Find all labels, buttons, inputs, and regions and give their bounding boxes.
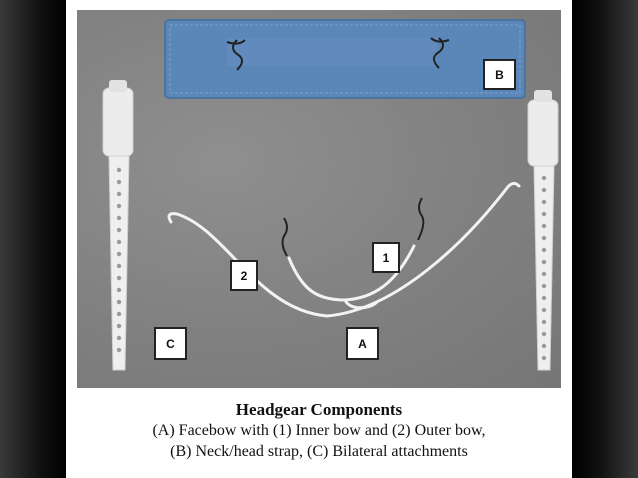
strap-hole [116,215,122,221]
strap-hole [541,199,547,205]
strap-hole [541,295,547,301]
strap-hole [116,251,122,257]
strap-hole [116,287,122,293]
caption-line-1: (A) Facebow with (1) Inner bow and (2) O… [152,422,486,439]
slide: B 1 2 C A Headgear Components (A) Facebo… [66,0,572,478]
label-b-text: B [495,67,504,82]
strap-hole [541,319,547,325]
strap-hole [541,223,547,229]
strap-hole [116,179,122,185]
label-b: B [483,59,516,90]
strap-hole [116,311,122,317]
label-1: 1 [372,242,400,273]
strap-hole [541,187,547,193]
strap-hole [116,227,122,233]
strap-hole [116,299,122,305]
strap-hole [541,307,547,313]
strap-hole [541,175,547,181]
strap-hole [541,247,547,253]
inner-bow-wires [281,197,425,257]
label-a-text: A [358,336,367,351]
label-a: A [346,327,379,360]
strap-hole [116,167,122,173]
strap-hole [541,271,547,277]
headgear-illustration [102,19,559,371]
left-attachment [102,80,134,371]
label-c: C [154,327,187,360]
strap-hole [116,275,122,281]
label-1-text: 1 [382,250,390,265]
strap-hole [541,331,547,337]
neck-strap [164,19,526,99]
headgear-photo: B 1 2 C A [77,10,561,388]
label-2: 2 [230,260,258,291]
caption-line-2: (B) Neck/head strap, (C) Bilateral attac… [170,443,468,460]
caption: Headgear Components (A) Facebow with (1)… [66,396,572,478]
facebow [167,181,521,318]
strap-hole [116,347,122,353]
strap-hole [541,259,547,265]
strap-hole [541,355,547,361]
strap-hole [541,343,547,349]
strap-hole [116,335,122,341]
attachment-holes [116,167,547,361]
strap-hole [116,323,122,329]
strap-hole [116,263,122,269]
strap-hole [116,203,122,209]
caption-title: Headgear Components [235,400,403,419]
right-attachment [527,90,559,371]
label-c-text: C [166,336,175,351]
strap-hole [116,191,122,197]
strap-hole [116,239,122,245]
strap-hole [541,283,547,289]
strap-hole [541,235,547,241]
label-2-text: 2 [240,268,248,283]
strap-hole [541,211,547,217]
